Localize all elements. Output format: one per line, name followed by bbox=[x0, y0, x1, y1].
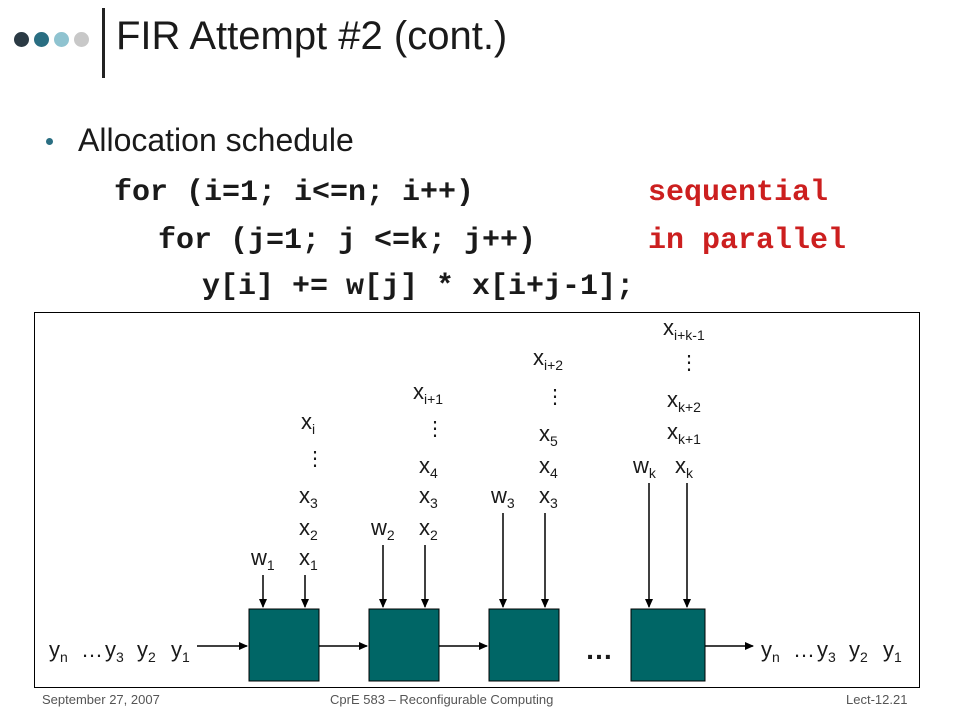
dot-3 bbox=[54, 32, 69, 47]
stage-k-inputs: wk xi+k-1 ⋮ xk+2 xk+1 xk bbox=[632, 315, 705, 608]
x-label: x4 bbox=[539, 453, 558, 481]
title-divider bbox=[102, 8, 105, 78]
weight-w2: w2 bbox=[370, 515, 395, 543]
svg-text:y2: y2 bbox=[137, 637, 156, 665]
output-y-stream: yn … y3 y2 y1 bbox=[761, 637, 902, 665]
vdots: ⋮ bbox=[305, 448, 325, 470]
weight-w3: w3 bbox=[490, 483, 515, 511]
bullet-text: Allocation schedule bbox=[78, 122, 354, 158]
x-label: x4 bbox=[419, 453, 438, 481]
stage-2-inputs: w2 xi+1 ⋮ x4 x3 x2 bbox=[370, 379, 445, 608]
vdots: ⋮ bbox=[425, 418, 445, 440]
footer-course: CprE 583 – Reconfigurable Computing bbox=[330, 692, 554, 707]
svg-text:y2: y2 bbox=[849, 637, 868, 665]
fir-schedule-diagram: yn … y3 y2 y1 … yn … y3 y2 y1 w1 xi ⋮ bbox=[34, 312, 920, 688]
stage-3-inputs: w3 xi+2 ⋮ x5 x4 x3 bbox=[490, 345, 565, 608]
slide-title: FIR Attempt #2 (cont.) bbox=[116, 14, 508, 58]
code-note-sequential: sequential bbox=[648, 176, 829, 210]
svg-text:y1: y1 bbox=[883, 637, 902, 665]
x-label: xi+k-1 bbox=[663, 315, 705, 343]
weight-wk: wk bbox=[632, 453, 657, 481]
svg-text:y1: y1 bbox=[171, 637, 190, 665]
bullet-icon bbox=[46, 138, 53, 145]
svg-text:yn: yn bbox=[761, 637, 780, 665]
svg-text:y3: y3 bbox=[817, 637, 836, 665]
diagram-canvas: yn … y3 y2 y1 … yn … y3 y2 y1 w1 xi ⋮ bbox=[49, 315, 902, 682]
x-label: xi bbox=[301, 409, 315, 437]
ellipsis-left: … bbox=[81, 637, 103, 662]
x-label: x3 bbox=[539, 483, 558, 511]
dot-4 bbox=[74, 32, 89, 47]
x-label: x3 bbox=[299, 483, 318, 511]
dot-1 bbox=[14, 32, 29, 47]
pe-block-2 bbox=[368, 608, 440, 682]
x-label: x3 bbox=[419, 483, 438, 511]
footer-date: September 27, 2007 bbox=[42, 692, 160, 707]
ellipsis-between-stages: … bbox=[585, 634, 613, 665]
code-line-3: y[i] += w[j] * x[i+j-1]; bbox=[202, 270, 635, 304]
x-label: xi+1 bbox=[413, 379, 443, 407]
vdots: ⋮ bbox=[679, 352, 699, 374]
weight-w1: w1 bbox=[250, 545, 275, 573]
x-label: x5 bbox=[539, 421, 558, 449]
svg-text:y3: y3 bbox=[105, 637, 124, 665]
code-line-2: for (j=1; j <=k; j++) bbox=[158, 224, 537, 258]
ellipsis-right: … bbox=[793, 637, 815, 662]
x-label: x2 bbox=[299, 515, 318, 543]
pe-block-3 bbox=[488, 608, 560, 682]
code-note-parallel: in parallel bbox=[648, 224, 847, 258]
dot-2 bbox=[34, 32, 49, 47]
stage-1-inputs: w1 xi ⋮ x3 x2 x1 bbox=[250, 409, 325, 608]
input-y-stream: yn … y3 y2 y1 bbox=[49, 637, 190, 665]
footer-lecture: Lect-12.21 bbox=[846, 692, 908, 707]
x-label: xk bbox=[675, 453, 694, 481]
pe-block-1 bbox=[248, 608, 320, 682]
x-label: x1 bbox=[299, 545, 318, 573]
code-line-1: for (i=1; i<=n; i++) bbox=[114, 176, 475, 210]
x-label: xi+2 bbox=[533, 345, 563, 373]
pe-block-k bbox=[630, 608, 706, 682]
svg-text:yn: yn bbox=[49, 637, 68, 665]
x-label: xk+1 bbox=[667, 419, 701, 447]
vdots: ⋮ bbox=[545, 386, 565, 408]
x-label: xk+2 bbox=[667, 387, 701, 415]
x-label: x2 bbox=[419, 515, 438, 543]
